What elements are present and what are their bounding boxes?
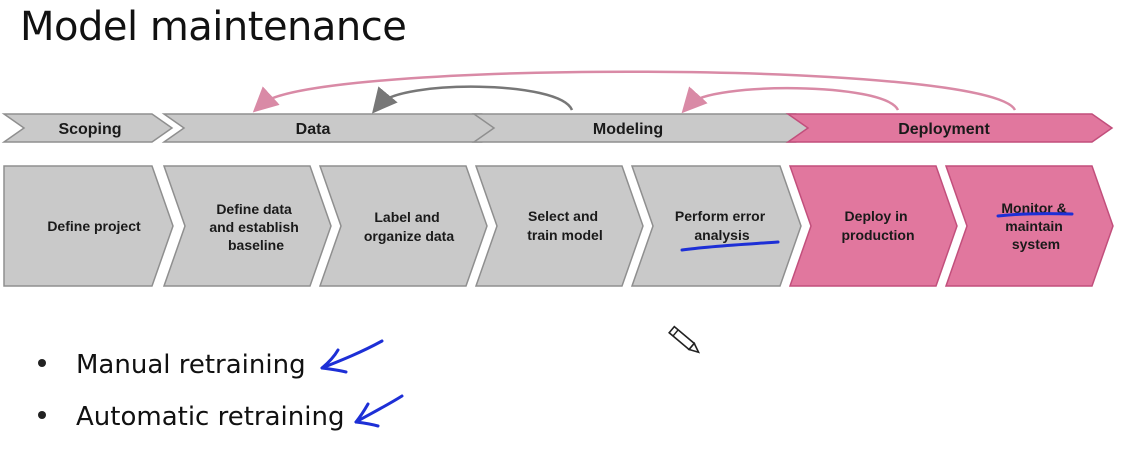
bullet-text: Automatic retraining xyxy=(76,402,345,432)
step-label-monitor: Monitor & maintain system xyxy=(1001,200,1070,252)
step-chevron-monitor xyxy=(944,165,1114,287)
stage-chevron-scoping xyxy=(1,113,174,143)
step-chevron-error-analysis xyxy=(630,165,802,287)
bullet-dot xyxy=(38,410,46,419)
stage-label-modeling: Modeling xyxy=(593,121,663,138)
stage-chevron-deployment xyxy=(785,113,1114,143)
step-label-define-data: Define data and establish baseline xyxy=(209,201,302,253)
list-item: Automatic retraining xyxy=(38,402,344,432)
pencil-icon xyxy=(668,325,701,354)
step-label-label-data: Label and organize data xyxy=(364,209,454,244)
step-label-error-analysis: Perform error analysis xyxy=(675,208,769,243)
stage-label-deployment: Deployment xyxy=(898,121,990,138)
bullet-text: Manual retraining xyxy=(76,350,306,380)
step-label-deploy: Deploy in production xyxy=(841,208,914,243)
step-chevron-define-project xyxy=(3,165,174,287)
list-item: Manual retraining xyxy=(38,350,306,380)
stage-chevron-data xyxy=(161,113,504,143)
step-chevron-deploy xyxy=(788,165,958,287)
step-chevron-define-data xyxy=(162,165,332,287)
step-label-train-model: Select and train model xyxy=(527,208,602,243)
step-chevron-train-model xyxy=(474,165,644,287)
feedback-arrow-monitor-to-data xyxy=(252,70,1017,113)
step-chevron-label-data xyxy=(318,165,488,287)
stage-label-data: Data xyxy=(296,121,331,138)
checkmark-arrow-annotation-1 xyxy=(320,339,384,374)
underline-annotation-monitor xyxy=(996,212,1074,218)
feedback-arrow-deploy-to-modeling xyxy=(681,86,900,114)
stage-label-scoping: Scoping xyxy=(58,121,121,138)
page-title: Model maintenance xyxy=(20,4,407,50)
checkmark-arrow-annotation-2 xyxy=(354,394,404,428)
step-label-define-project: Define project xyxy=(47,218,141,234)
underline-annotation-analysis xyxy=(680,240,780,252)
feedback-arrow-data-loop xyxy=(371,85,574,114)
bullet-dot xyxy=(38,358,46,367)
